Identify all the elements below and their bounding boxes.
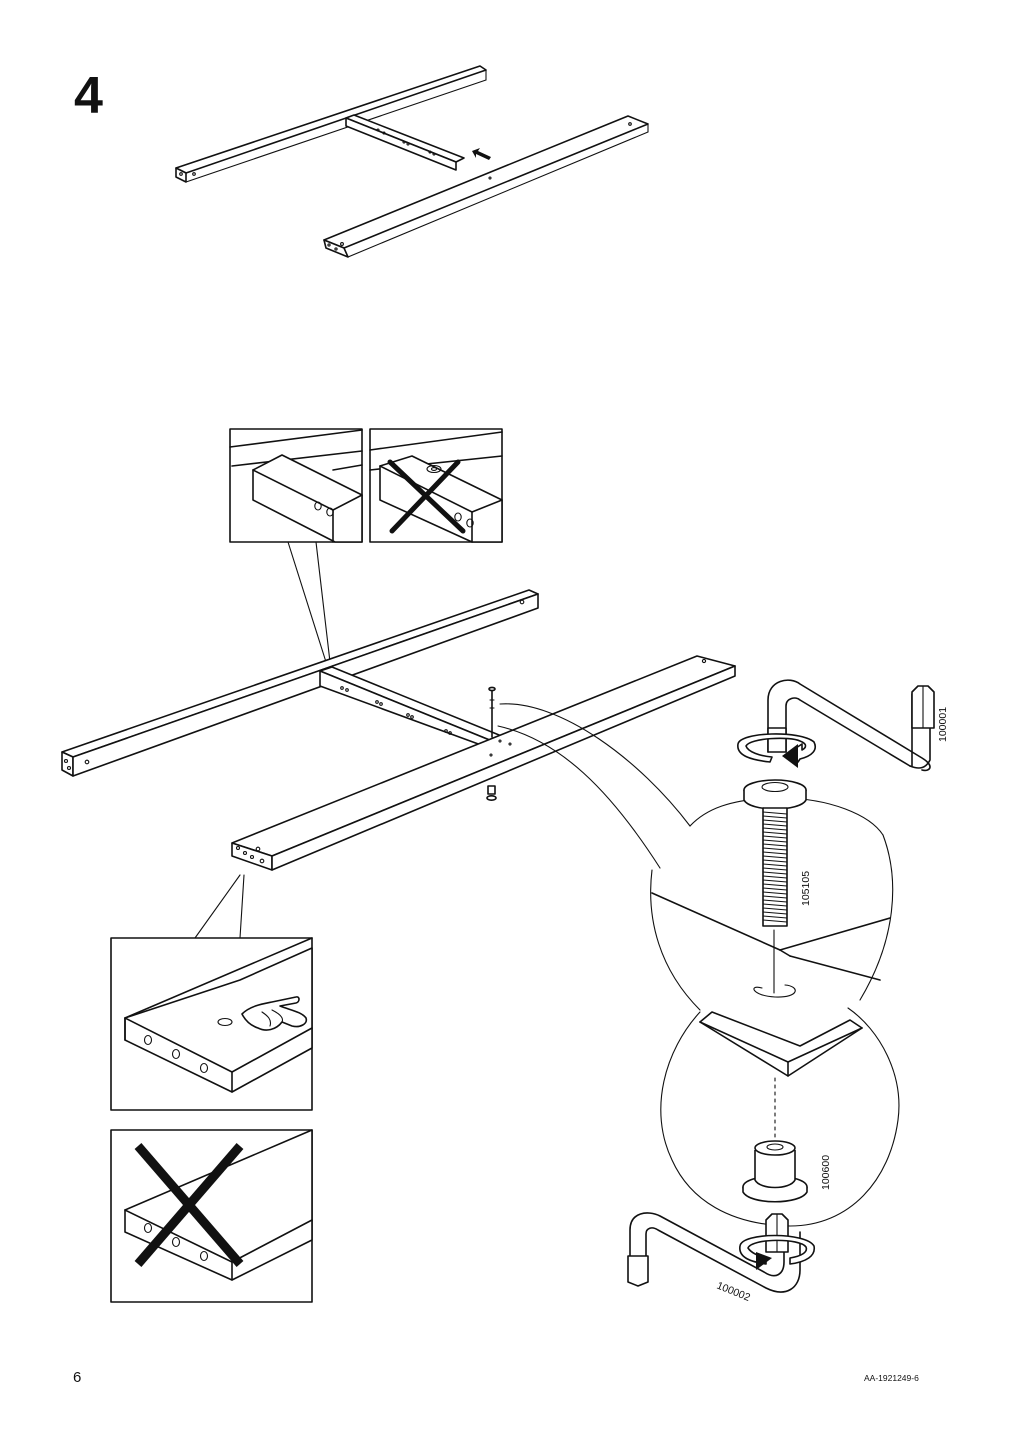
bolt-thread-line bbox=[762, 839, 788, 843]
allen-key-bottom bbox=[627, 1212, 815, 1293]
detail-board-hole-down bbox=[110, 1129, 313, 1303]
detail-correct-orientation bbox=[229, 428, 363, 663]
bolt-thread-line bbox=[762, 847, 788, 851]
bolt-thread-line bbox=[762, 831, 788, 835]
document-code: AA-1921249-6 bbox=[864, 1373, 919, 1383]
bolt-thread-line bbox=[762, 915, 788, 919]
bolt-thread-line bbox=[762, 891, 788, 895]
part-label-100001: 100001 bbox=[937, 707, 949, 742]
page-number: 6 bbox=[73, 1369, 82, 1386]
bolt-thread-line bbox=[762, 819, 788, 823]
bolt-thread-line bbox=[762, 835, 788, 839]
bolt-thread-line bbox=[762, 823, 788, 827]
bolt-thread-line bbox=[762, 863, 788, 867]
bolt-thread-line bbox=[762, 883, 788, 887]
bolt-thread-line bbox=[762, 907, 788, 911]
bolt-thread-line bbox=[762, 851, 788, 855]
pointing-hand-icon bbox=[241, 996, 308, 1031]
bolt-thread-line bbox=[762, 815, 788, 819]
bolt-thread-line bbox=[762, 867, 788, 871]
bolt-thread-line bbox=[762, 911, 788, 915]
overview-frame-drawing bbox=[175, 65, 649, 258]
bolt-thread-line bbox=[762, 919, 788, 923]
bolt-thread-line bbox=[762, 855, 788, 859]
bolt-thread-line bbox=[762, 879, 788, 883]
bolt-thread-line bbox=[762, 903, 788, 907]
bolt-thread-line bbox=[762, 811, 788, 815]
bolt-thread-line bbox=[762, 827, 788, 831]
part-label-100600: 100600 bbox=[820, 1155, 832, 1190]
detail-board-hole-up bbox=[110, 937, 313, 1111]
bolt-thread-line bbox=[762, 875, 788, 879]
step-number: 4 bbox=[74, 67, 103, 125]
bolt-thread-line bbox=[762, 895, 788, 899]
bolt-thread-line bbox=[762, 859, 788, 863]
barrel-nut-magnified-detail bbox=[660, 1007, 900, 1227]
part-label-100002: 100002 bbox=[715, 1280, 752, 1304]
part-label-105105: 105105 bbox=[800, 871, 812, 906]
bolt-thread-line bbox=[762, 871, 788, 875]
detail-wrong-orientation bbox=[369, 428, 503, 543]
bolt-thread-line bbox=[762, 887, 788, 891]
bolt-thread-line bbox=[762, 843, 788, 847]
bolt-magnified-detail bbox=[650, 779, 894, 1037]
main-frame-drawing bbox=[61, 589, 736, 939]
allen-key-top bbox=[737, 679, 935, 772]
bolt-thread-line bbox=[762, 899, 788, 903]
